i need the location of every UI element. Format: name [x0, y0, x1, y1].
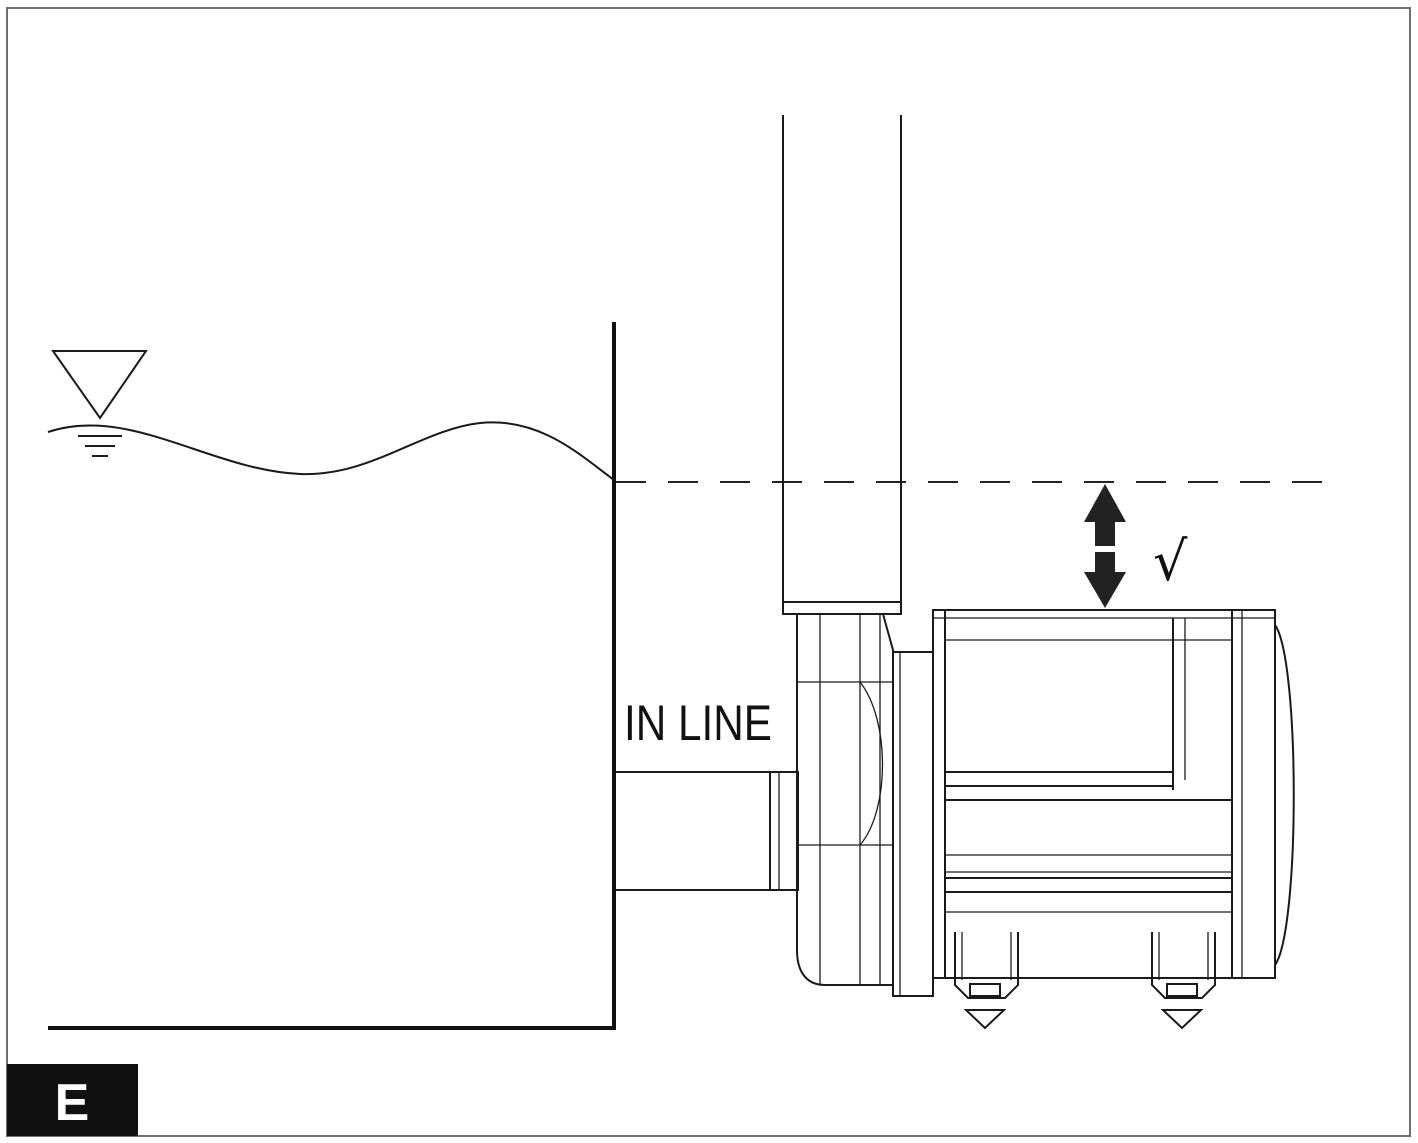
pump-flange	[892, 651, 934, 997]
motor-body	[932, 609, 1276, 979]
mounting-foot-right	[1151, 932, 1216, 1030]
inlet-pipe	[616, 771, 799, 891]
motor-end-cap	[1274, 610, 1295, 978]
figure-letter-badge	[7, 1064, 138, 1136]
pump-housing	[796, 613, 894, 986]
double-arrow-icon	[1084, 484, 1126, 608]
figure-letter: E	[55, 1074, 90, 1132]
figure-frame	[6, 7, 1411, 1137]
inline-label: IN LINE	[624, 695, 772, 751]
discharge-pipe	[782, 115, 902, 615]
clearance-check-mark: √	[1153, 530, 1188, 593]
water-surface	[47, 421, 615, 481]
water-level-symbol-icon	[51, 350, 148, 457]
mounting-foot-left	[954, 932, 1019, 1030]
